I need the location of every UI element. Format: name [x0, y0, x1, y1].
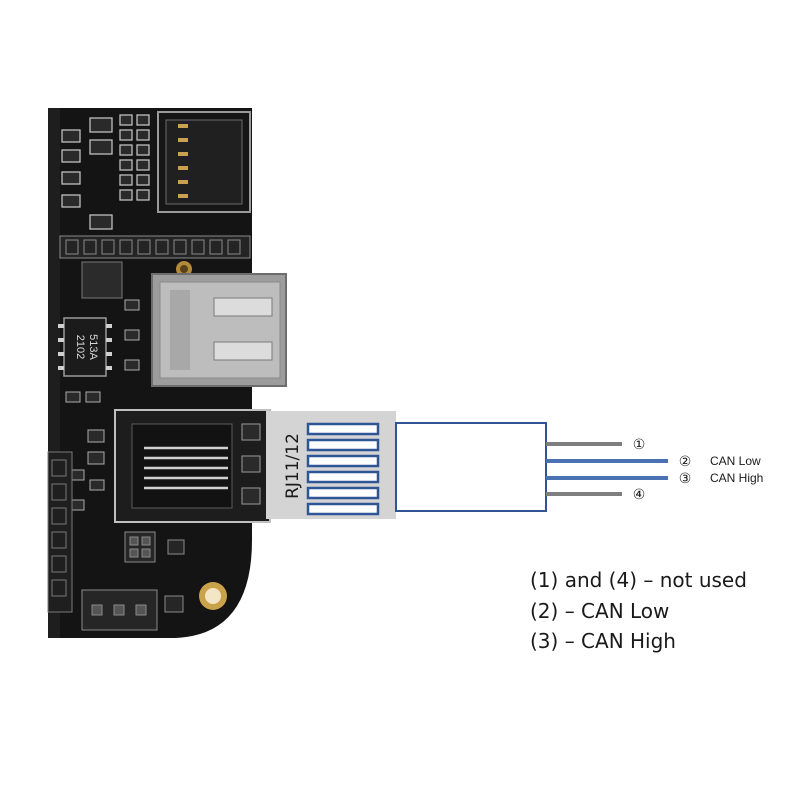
ic-chip: 513A 2102 [58, 317, 112, 377]
ic-marking-top: 513A [87, 334, 99, 360]
cable-boot [395, 422, 547, 512]
ic-marking-bottom: 2102 [74, 335, 86, 359]
usb-port [151, 273, 287, 387]
legend: (1) and (4) – not used (2) – CAN Low (3)… [530, 565, 790, 657]
rj-plug: RJ11/12 [266, 411, 547, 519]
smd-components [61, 114, 150, 230]
wire-marker-2: ② [679, 454, 692, 470]
plug-label: RJ11/12 [283, 433, 303, 499]
wire-marker-3: ③ [679, 471, 692, 487]
legend-line-not-used: (1) and (4) – not used [530, 568, 747, 592]
wire-marker-4: ④ [633, 487, 646, 503]
side-header [47, 451, 73, 613]
bottom-header [81, 531, 185, 631]
wire-group: ① ② CAN Low ③ CAN High ④ [546, 437, 763, 503]
microsd-slot [157, 111, 251, 213]
rj-jack [114, 409, 271, 523]
legend-line-can-high: (3) – CAN High [530, 629, 676, 653]
wire-marker-1: ① [633, 437, 646, 453]
pin-header [59, 235, 251, 259]
wire-label-3: CAN High [710, 471, 763, 485]
wire-label-2: CAN Low [710, 454, 761, 468]
plug-contacts [306, 422, 380, 516]
pcb-board: 513A 2102 [47, 108, 287, 638]
transistor-chip [81, 261, 123, 299]
legend-line-can-low: (2) – CAN Low [530, 598, 670, 623]
